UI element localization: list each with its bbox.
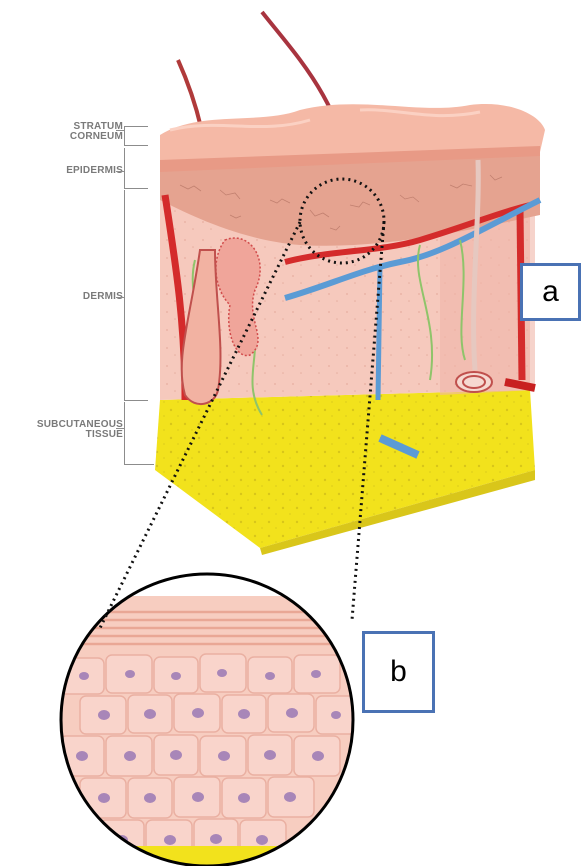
tick-epidermis-bottom xyxy=(124,188,148,189)
tick-dermis xyxy=(116,297,124,298)
tick-stratum-bottom xyxy=(124,145,148,146)
tick-subcutaneous xyxy=(116,428,124,429)
callout-b: b xyxy=(362,631,435,713)
label-subcutaneous: SUBCUTANEOUS TISSUE xyxy=(37,420,123,440)
bracket-dermis xyxy=(124,190,125,400)
tick-epidermis xyxy=(116,171,124,172)
label-epidermis: EPIDERMIS xyxy=(66,166,123,176)
label-stratum-corneum: STRATUM CORNEUM xyxy=(70,122,123,142)
callout-a: a xyxy=(520,263,581,321)
bracket-subcutaneous xyxy=(124,402,125,464)
tick-stratum xyxy=(116,130,124,131)
bracket-stratum xyxy=(124,126,125,146)
bracket-epidermis xyxy=(124,148,125,188)
tick-dermis-bottom xyxy=(124,400,148,401)
zoom-circle-epidermis xyxy=(60,574,360,866)
tick-subcutaneous-bottom xyxy=(124,464,154,465)
tick-stratum-top xyxy=(124,126,148,127)
